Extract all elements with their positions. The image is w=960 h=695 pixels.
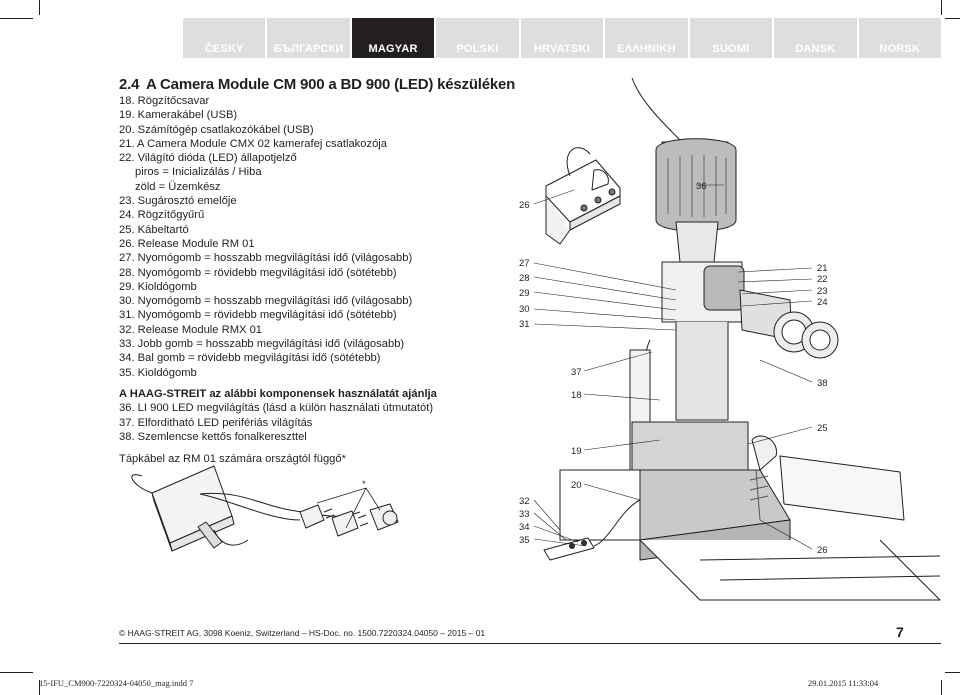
list-item: 28. Nyomógomb = rövidebb megvilágítási i…: [119, 266, 397, 279]
print-slug-filename: 15-IFU_CM900-7220324-04050_mag.indd 7: [39, 678, 194, 688]
print-slug-timestamp: 29.01.2015 11:33:04: [808, 678, 879, 688]
callout-33: 33: [519, 509, 530, 520]
tab-cesky[interactable]: ČESKY: [183, 18, 268, 58]
power-cable-note: Tápkábel az RM 01 számára országtól függ…: [119, 453, 346, 466]
tab-label: БЪЛГАРСКИ: [273, 43, 344, 55]
list-item: 37. Elforditható LED perifériás világítá…: [119, 416, 313, 429]
list-item: 32. Release Module RMX 01: [119, 323, 263, 336]
list-item: 19. Kamerakábel (USB): [119, 109, 238, 122]
tab-label: SUOMI: [712, 43, 750, 55]
language-tab-bar: ČESKY БЪЛГАРСКИ MAGYAR POLSKI HRVATSKI Ε…: [183, 18, 941, 58]
callout-36: 36: [696, 181, 707, 192]
parts-list: 18. Rögzítőcsavar 19. Kamerakábel (USB) …: [119, 94, 519, 466]
tab-suomi[interactable]: SUOMI: [689, 18, 775, 58]
callout-34: 34: [519, 522, 530, 533]
list-item: 22. Világító dióda (LED) állapotjelző: [119, 152, 297, 165]
tab-label: ΕΛΛΗΝΙΚΗ: [617, 43, 676, 55]
crop-mark: [39, 0, 40, 15]
crop-mark: [945, 18, 960, 19]
list-item: 33. Jobb gomb = hosszabb megvilágítási i…: [119, 338, 405, 351]
list-item-detail: zöld = Üzemkész: [135, 180, 221, 193]
callout-23: 23: [817, 286, 828, 297]
section-number: 2.4: [119, 76, 140, 93]
list-item: 27. Nyomógomb = hosszabb megvilágítási i…: [119, 252, 413, 265]
components-heading: A HAAG-STREIT az alábbi komponensek hasz…: [119, 387, 437, 400]
list-item: 35. Kioldógomb: [119, 366, 197, 379]
tab-label: HRVATSKI: [533, 43, 590, 55]
tab-magyar[interactable]: MAGYAR: [351, 18, 437, 58]
callout-31: 31: [519, 319, 530, 330]
tab-label: POLSKI: [456, 43, 499, 55]
release-module-rm01-drawing: [545, 147, 621, 245]
crop-mark: [39, 680, 40, 695]
callout-26-base: 26: [817, 545, 828, 556]
footer-divider: [119, 643, 941, 644]
list-item: 30. Nyomógomb = hosszabb megvilágítási i…: [119, 295, 413, 308]
section-title: 2.4 A Camera Module CM 900 a BD 900 (LED)…: [119, 76, 515, 93]
crop-mark: [941, 0, 942, 15]
callout-19: 19: [571, 446, 582, 457]
tab-hrvatski[interactable]: HRVATSKI: [520, 18, 606, 58]
callout-28: 28: [519, 273, 530, 284]
release-module-rmx01-drawing: [543, 499, 641, 561]
crop-mark: [945, 672, 960, 673]
list-item: 20. Számítógép csatlakozókábel (USB): [119, 123, 314, 136]
tab-label: NORSK: [879, 43, 921, 55]
callout-24: 24: [817, 297, 828, 308]
list-item: 23. Sugárosztó emelője: [119, 195, 237, 208]
callout-27: 27: [519, 258, 530, 269]
list-item-detail: piros = Inicializálás / Hiba: [135, 166, 262, 179]
callout-21: 21: [817, 263, 828, 274]
callout-20: 20: [571, 480, 582, 491]
tab-norsk[interactable]: NORSK: [858, 18, 941, 58]
section-title-text: A Camera Module CM 900 a BD 900 (LED) ké…: [146, 76, 516, 93]
tab-polski[interactable]: POLSKI: [436, 18, 521, 58]
callout-18: 18: [571, 390, 582, 401]
list-item: 38. Szemlencse kettős fonalkereszttel: [119, 430, 307, 443]
callout-leaders: [533, 184, 813, 550]
callout-asterisk: *: [362, 479, 366, 490]
page-number: 7: [896, 624, 904, 640]
tab-ellinika[interactable]: ΕΛΛΗΝΙΚΗ: [605, 18, 690, 58]
crop-mark: [941, 680, 942, 695]
tab-label: DANSK: [795, 43, 836, 55]
callout-29: 29: [519, 288, 530, 299]
tab-dansk[interactable]: DANSK: [774, 18, 859, 58]
footer-copyright: © HAAG-STREIT AG, 3098 Koeniz, Switzerla…: [119, 628, 486, 638]
tab-balgarski[interactable]: БЪЛГАРСКИ: [267, 18, 352, 58]
callout-26: 26: [519, 200, 530, 211]
list-item: 18. Rögzítőcsavar: [119, 95, 210, 107]
callout-32: 32: [519, 496, 530, 507]
tab-label: ČESKY: [204, 43, 244, 55]
list-item: 36. LI 900 LED megvilágítás (lásd a külö…: [119, 402, 434, 415]
power-supply-drawing: [131, 465, 249, 552]
list-item: 29. Kioldógomb: [119, 280, 197, 293]
slit-lamp-body-drawing: [559, 77, 941, 601]
callout-30: 30: [519, 304, 530, 315]
list-item: 31. Nyomógomb = rövidebb megvilágítási i…: [119, 309, 397, 322]
callout-37: 37: [571, 367, 582, 378]
crop-mark: [0, 672, 33, 673]
callout-35: 35: [519, 535, 530, 546]
list-item: 34. Bal gomb = rövidebb megvilágítási id…: [119, 352, 381, 365]
list-item: 26. Release Module RM 01: [119, 237, 255, 250]
list-item: 24. Rögzítőgyűrű: [119, 209, 205, 222]
power-cable-drawing: [199, 487, 399, 537]
list-item: 21. A Camera Module CMX 02 kamerafej csa…: [119, 137, 388, 150]
tab-label: MAGYAR: [368, 43, 418, 55]
callout-25: 25: [817, 423, 828, 434]
list-item: 25. Kábeltartó: [119, 223, 189, 236]
callout-38: 38: [817, 378, 828, 389]
crop-mark: [0, 18, 33, 19]
callout-22: 22: [817, 274, 828, 285]
